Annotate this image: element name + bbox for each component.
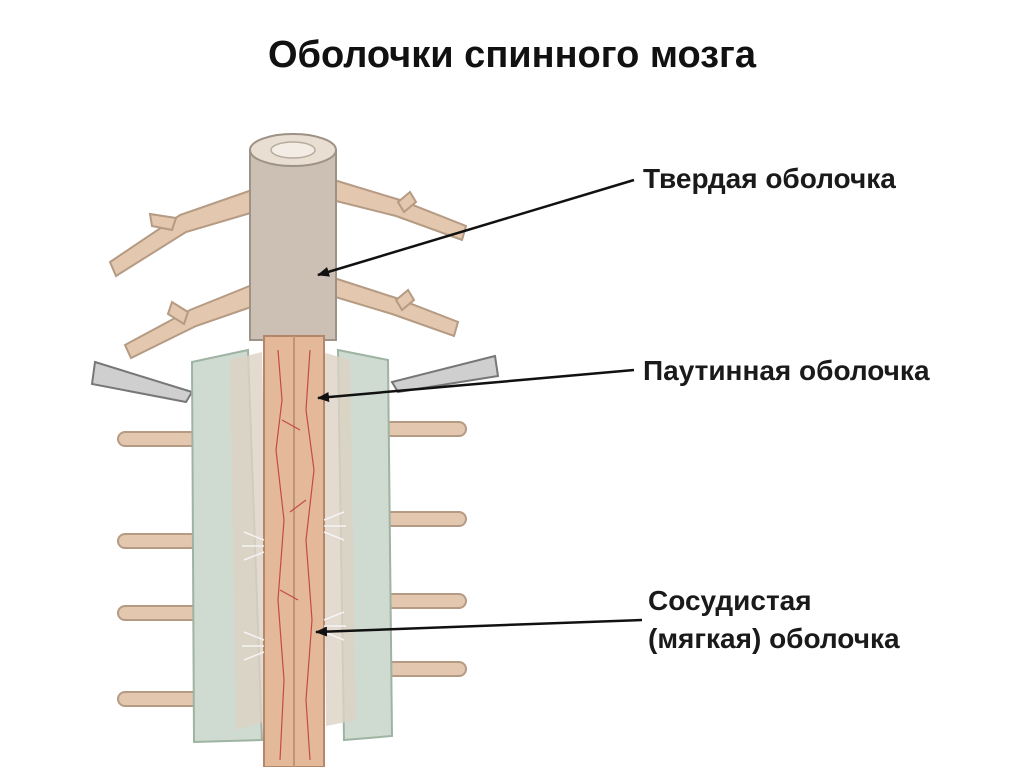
label-pia-mater: Сосудистая (мягкая) оболочка — [648, 582, 900, 658]
label-pia-line2: (мягкая) оболочка — [648, 620, 900, 658]
lower-nerve-roots-right — [384, 422, 466, 676]
dura-mater — [250, 134, 336, 340]
upper-nerve-roots-right — [332, 180, 466, 336]
label-dura-mater: Твердая оболочка — [643, 160, 896, 198]
retractor-left — [92, 362, 192, 402]
label-pia-line1: Сосудистая — [648, 582, 900, 620]
spinal-cord — [264, 336, 324, 767]
upper-nerve-roots-left — [110, 190, 254, 358]
label-arachnoid-mater: Паутинная оболочка — [643, 352, 930, 390]
lower-nerve-roots-left — [118, 432, 200, 706]
